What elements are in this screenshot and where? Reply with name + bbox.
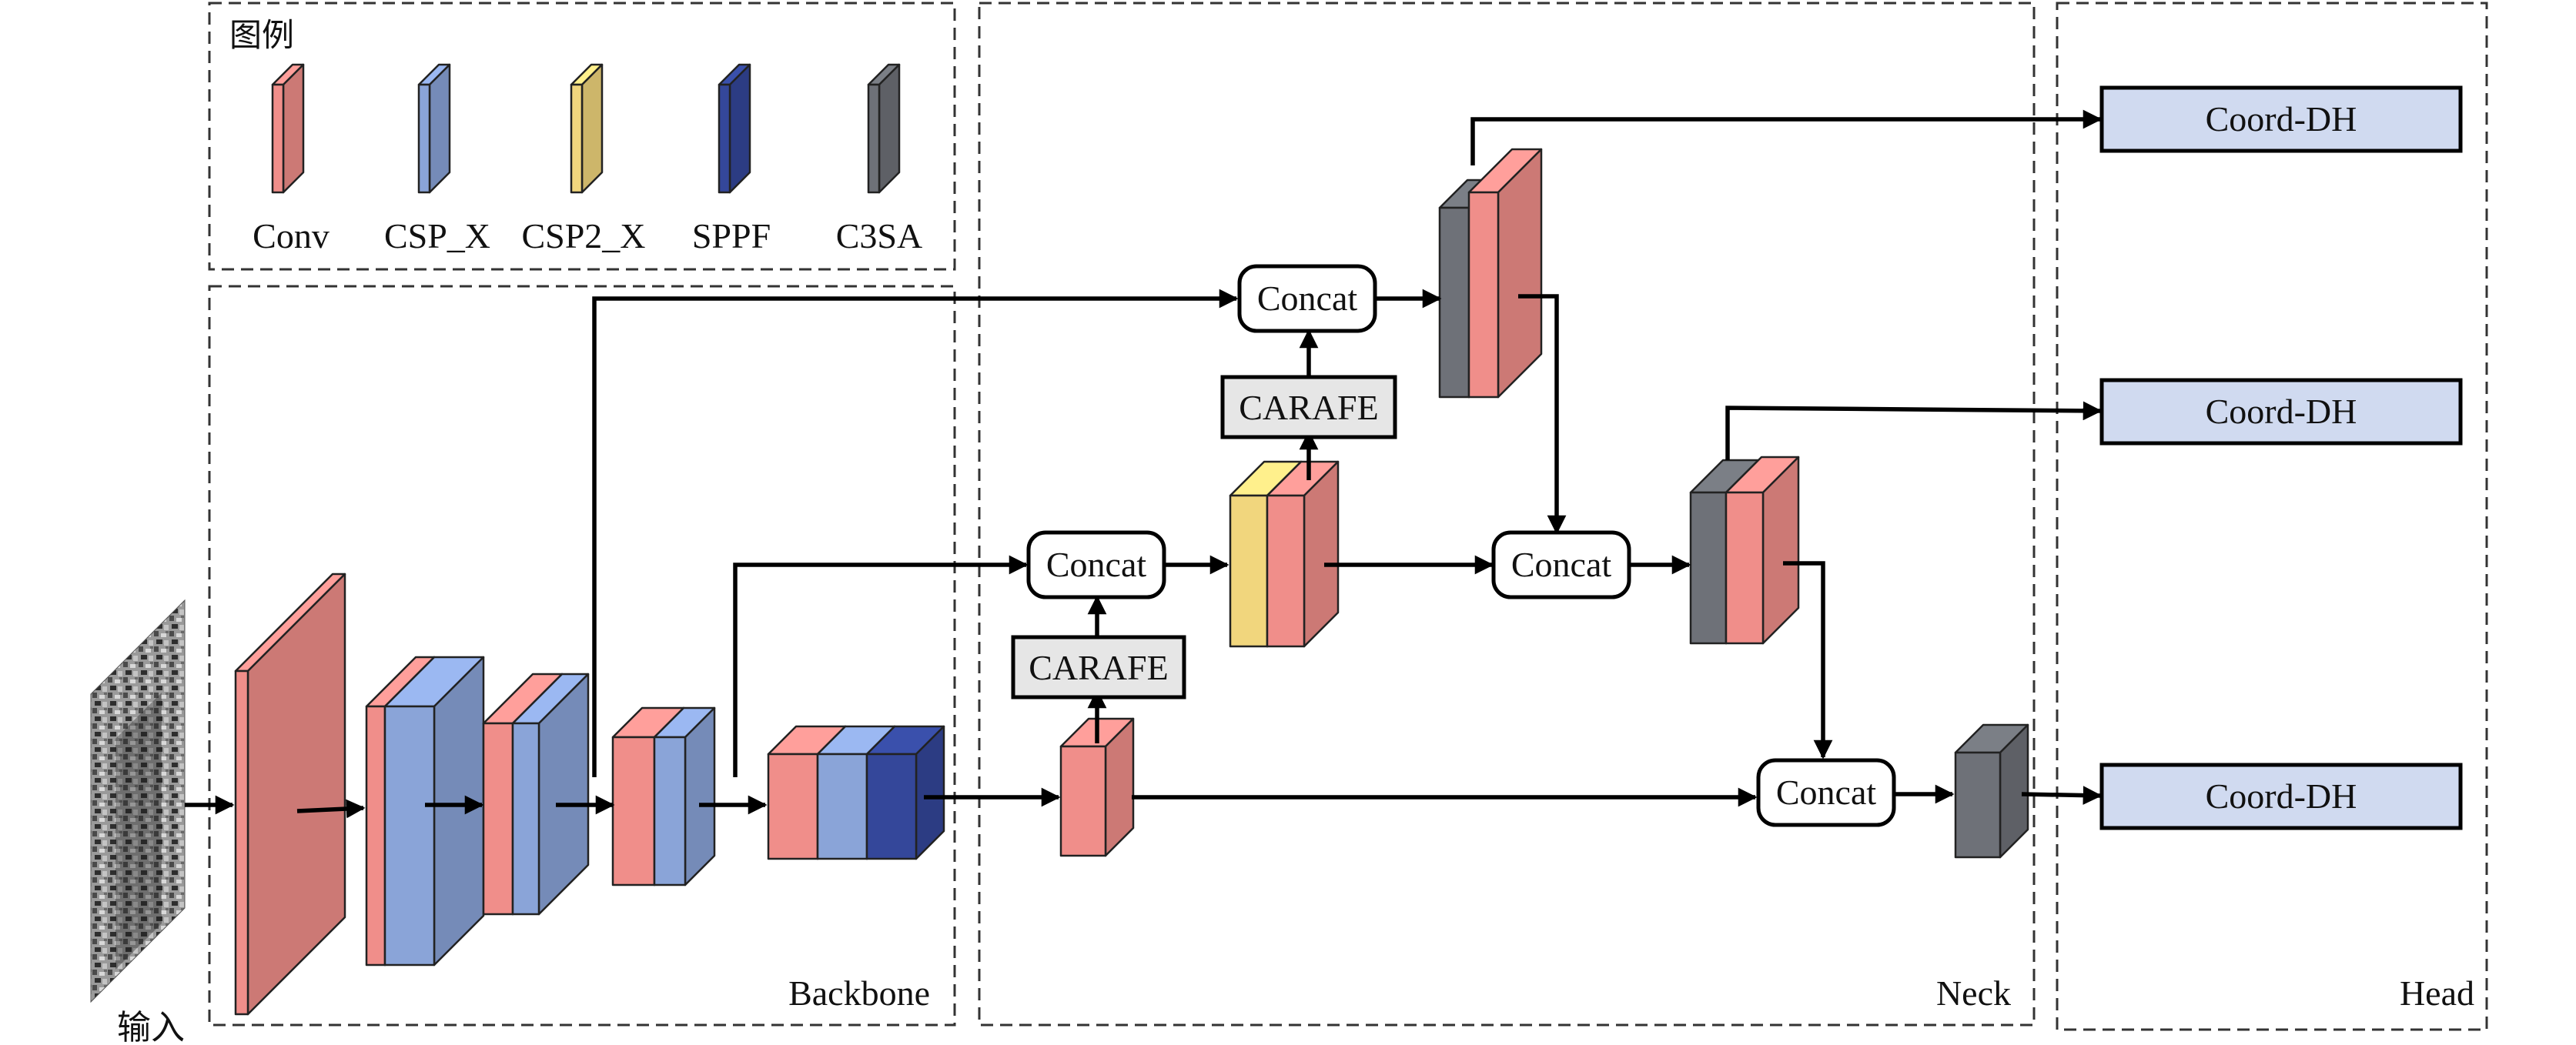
- concat-3-label: Concat: [1511, 545, 1612, 584]
- backbone-csp-2: [511, 673, 590, 916]
- concat-4-label: Concat: [1776, 773, 1877, 812]
- legend-label-sppf: SPPF: [692, 216, 771, 255]
- backbone-csp-1: [383, 656, 485, 967]
- arrow-to-head-2: [1725, 401, 2103, 460]
- carafe-2-label: CARAFE: [1029, 648, 1168, 687]
- arrow-skip-to-concat-1: [592, 289, 1239, 777]
- input-label: 输入: [117, 1008, 185, 1045]
- legend-title: 图例: [229, 16, 294, 54]
- backbone-label: Backbone: [788, 973, 930, 1013]
- backbone-sppf: [865, 725, 945, 860]
- legend-label-conv: Conv: [253, 216, 330, 255]
- backbone-csp-3: [653, 706, 716, 886]
- legend-block-c3sa: [867, 63, 901, 194]
- head-1-label: Coord-DH: [2206, 99, 2357, 139]
- neck-conv-mid-2: [1725, 456, 1800, 645]
- head-frame: [2056, 2, 2488, 1031]
- neck-label: Neck: [1936, 973, 2011, 1013]
- head-node-1: Coord-DH: [2099, 85, 2463, 153]
- legend-label-csp2-x: CSP2_X: [521, 216, 645, 255]
- head-node-3: Coord-DH: [2099, 763, 2463, 830]
- head-3-label: Coord-DH: [2206, 776, 2357, 816]
- concat-node-1: Concat: [1237, 264, 1377, 333]
- concat-node-4: Concat: [1756, 758, 1896, 827]
- legend-blocks: [271, 63, 901, 194]
- neck-conv-top: [1467, 148, 1543, 399]
- arrow-stage-1: [296, 799, 366, 819]
- legend-frame: [208, 2, 956, 271]
- arrow-down-to-concat-3: [1518, 294, 1567, 535]
- legend-label-csp-x: CSP_X: [384, 216, 490, 255]
- head-node-2: Coord-DH: [2099, 378, 2463, 446]
- neck-frame: [978, 2, 2036, 1027]
- legend-block-conv: [271, 63, 305, 194]
- neck-conv-low: [1059, 717, 1135, 857]
- arrow-to-head-3: [2021, 786, 2103, 805]
- legend-block-sppf: [718, 63, 751, 194]
- head-2-label: Coord-DH: [2206, 392, 2357, 431]
- legend-label-c3sa: C3SA: [836, 216, 922, 255]
- head-label: Head: [2400, 973, 2474, 1013]
- backbone-frame: [208, 285, 956, 1027]
- legend-block-csp2-x: [570, 63, 604, 194]
- carafe-node-1: CARAFE: [1220, 375, 1397, 439]
- concat-node-2: Concat: [1026, 530, 1166, 599]
- carafe-node-2: CARAFE: [1011, 635, 1186, 699]
- input-image: [90, 599, 186, 1003]
- concat-node-3: Concat: [1491, 530, 1631, 599]
- neck-c3sa-low: [1954, 723, 2029, 859]
- neck-conv-mid: [1266, 460, 1340, 648]
- connections: [185, 109, 2103, 819]
- backbone-conv-1: [234, 573, 346, 1016]
- legend-block-csp-x: [417, 63, 451, 194]
- arrow-skip-to-concat-2: [733, 555, 1029, 777]
- concat-1-label: Concat: [1257, 279, 1358, 318]
- concat-2-label: Concat: [1046, 545, 1147, 584]
- feature-blocks: [234, 148, 2029, 1016]
- arrow-down-to-concat-4: [1783, 561, 1833, 760]
- arrow-to-head-1: [1470, 109, 2103, 165]
- carafe-1-label: CARAFE: [1239, 388, 1378, 427]
